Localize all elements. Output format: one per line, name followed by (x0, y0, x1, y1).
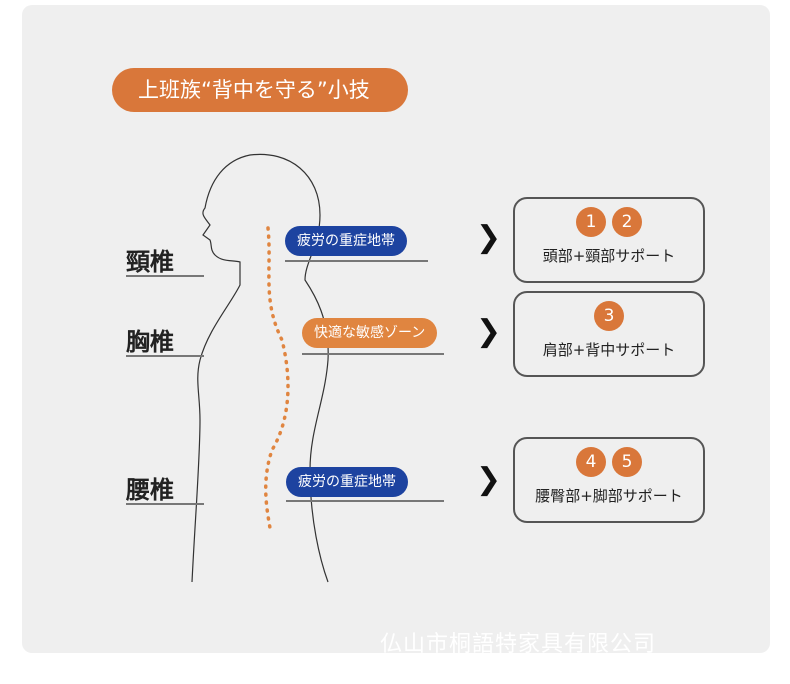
underline (286, 500, 444, 502)
number-badge: 1 (576, 207, 606, 237)
support-text: 肩部+背中サポート (542, 341, 676, 359)
number-badge: 5 (612, 447, 642, 477)
underline (302, 353, 444, 355)
support-text: 腰臀部+脚部サポート (535, 487, 683, 505)
chevron-right-icon: ❯ (476, 314, 502, 349)
number-badge: 3 (594, 301, 624, 331)
underline (126, 503, 204, 505)
label-cervical: 頸椎 (126, 248, 174, 276)
tag-thoracic: 快適な敏感ゾーン (302, 318, 438, 348)
underline (285, 260, 428, 262)
underline (126, 355, 204, 357)
tag-cervical: 疲労の重症地帯 (285, 226, 407, 256)
chevron-right-icon: ❯ (476, 462, 502, 497)
support-box-2: 3 肩部+背中サポート (513, 291, 705, 377)
page-title: 上班族“背中を守る”小技 (112, 68, 408, 112)
label-lumbar: 腰椎 (126, 476, 174, 504)
number-badge: 4 (576, 447, 606, 477)
chevron-right-icon: ❯ (476, 220, 502, 255)
underline (126, 275, 204, 277)
number-badge: 2 (612, 207, 642, 237)
watermark: 仏山市桐語特家具有限公司 (380, 632, 657, 657)
spine-dots (263, 226, 290, 530)
tag-lumbar: 疲労の重症地帯 (286, 467, 408, 497)
support-text: 頭部+頸部サポート (542, 247, 676, 265)
label-thoracic: 胸椎 (126, 328, 174, 356)
